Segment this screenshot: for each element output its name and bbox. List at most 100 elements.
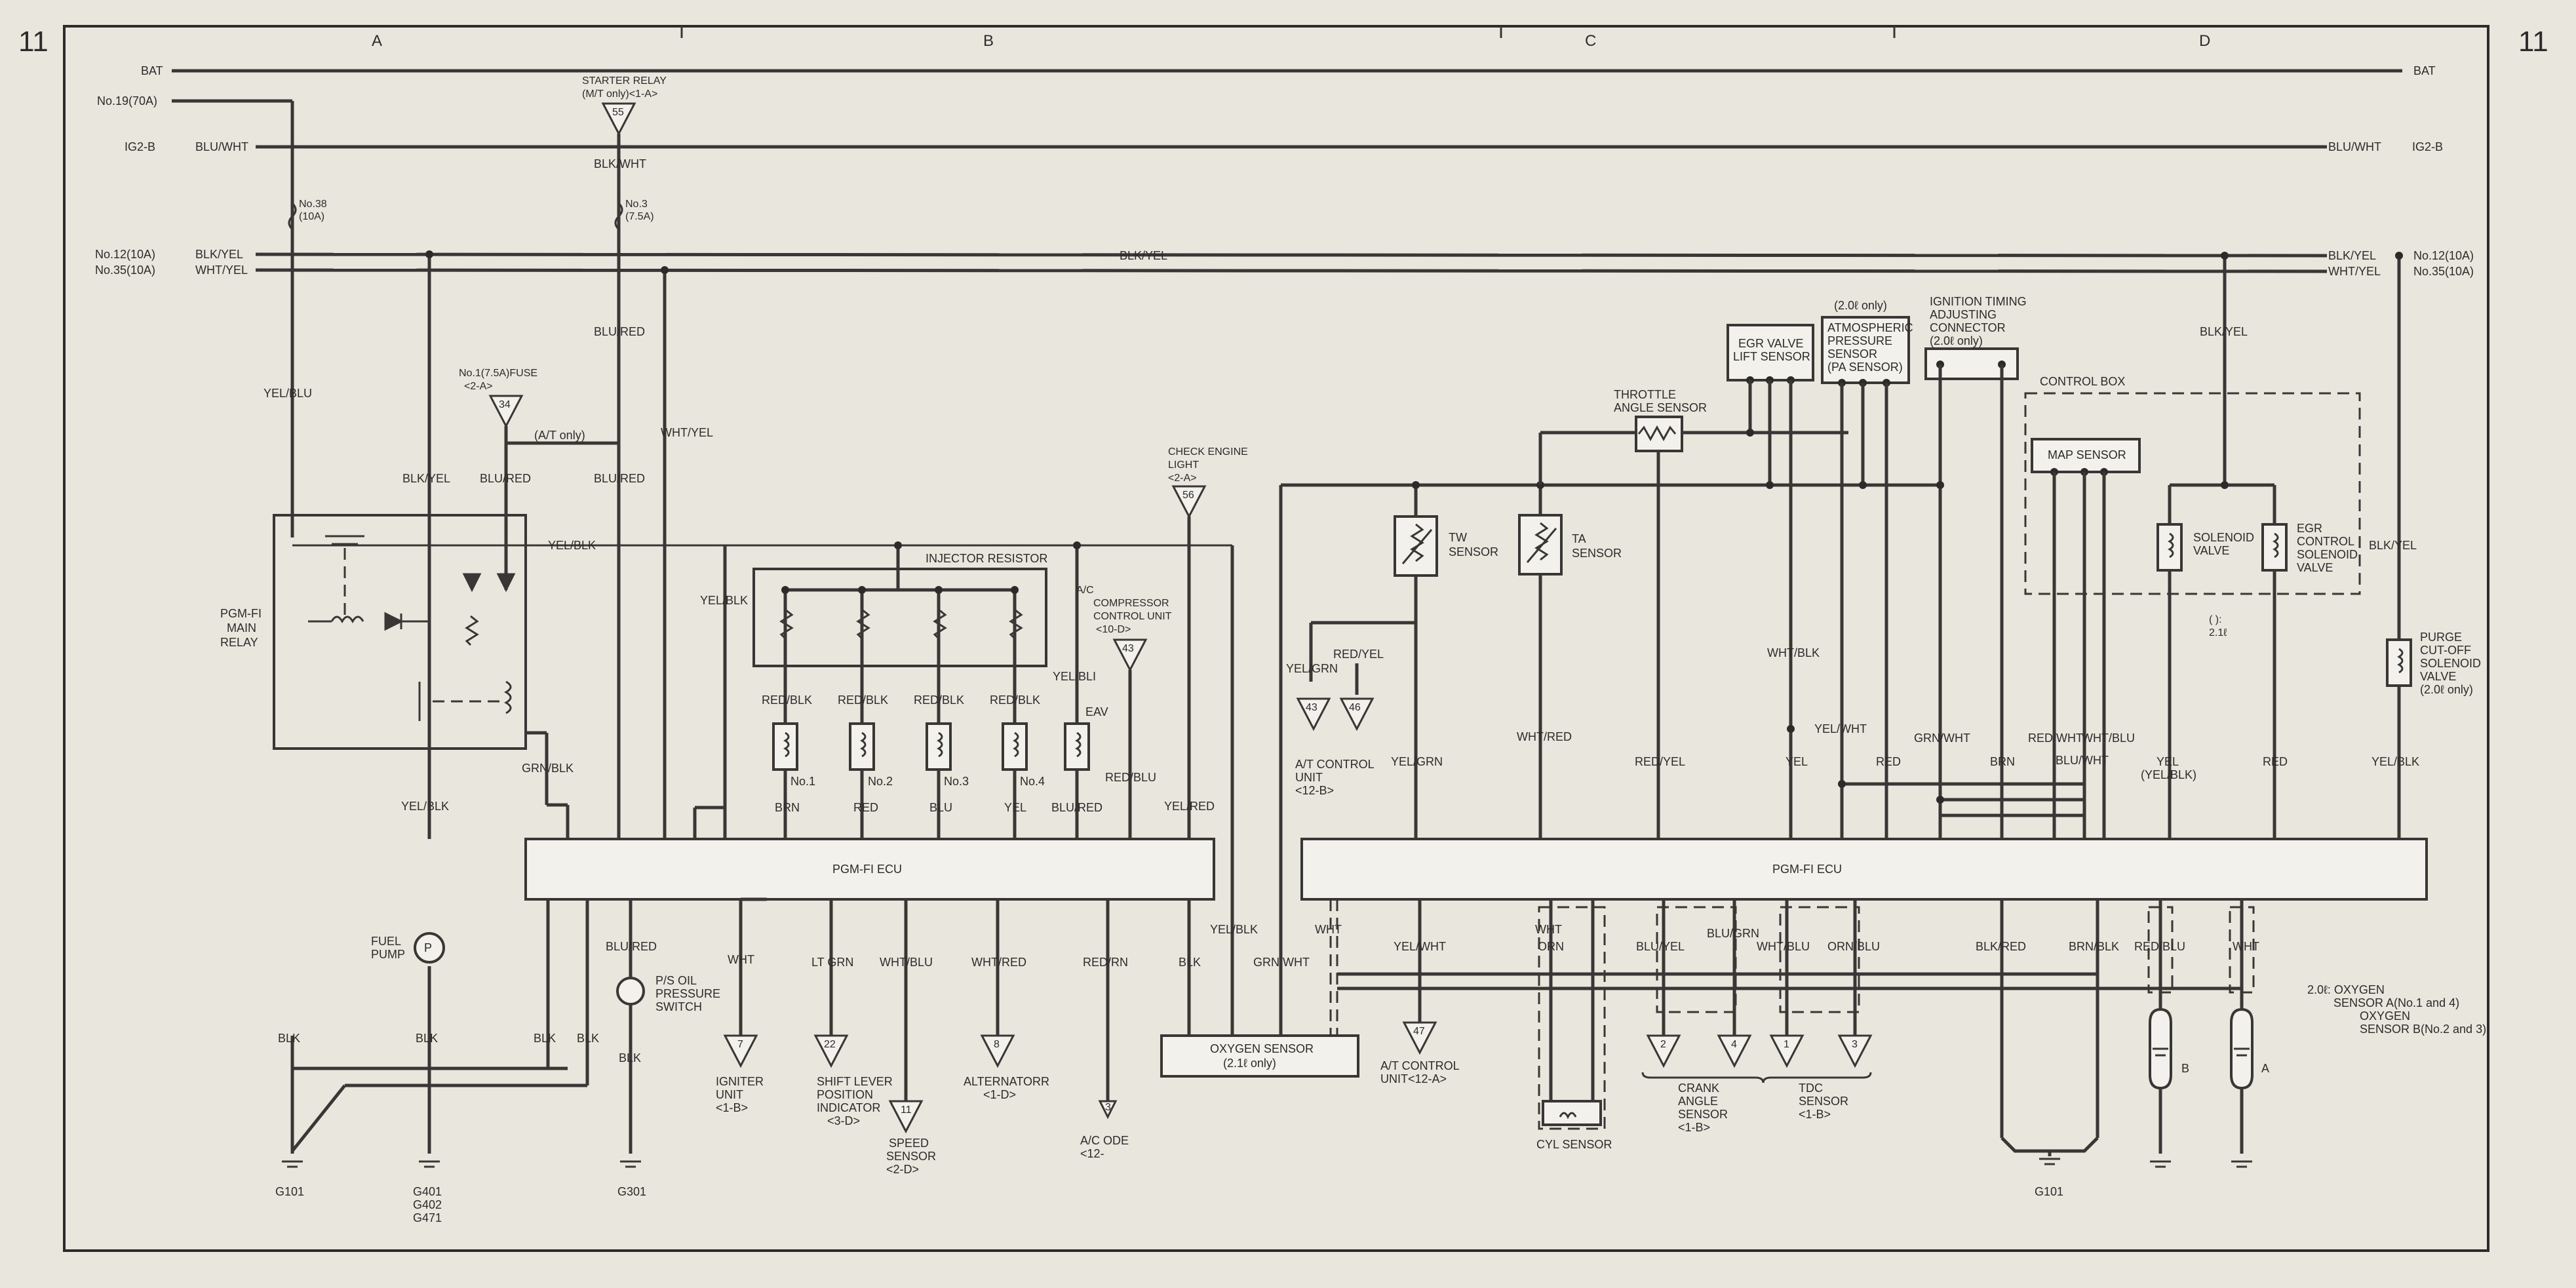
svg-text:No.2: No.2 — [868, 775, 893, 788]
svg-text:SOLENOID: SOLENOID — [2297, 548, 2358, 561]
svg-text:G101: G101 — [275, 1185, 304, 1198]
svg-text:WHT/BLU: WHT/BLU — [1757, 940, 1810, 953]
svg-text:POSITION: POSITION — [817, 1088, 873, 1101]
svg-text:VALVE: VALVE — [2193, 544, 2229, 557]
svg-text:COMPRESSOR: COMPRESSOR — [1093, 598, 1169, 609]
svg-text:SENSOR: SENSOR — [1827, 347, 1877, 361]
svg-text:CUT-OFF: CUT-OFF — [2420, 644, 2471, 657]
wire-wht-yel: WHT/YEL — [661, 426, 713, 439]
svg-text:RED: RED — [853, 801, 878, 814]
svg-text:<2-A>: <2-A> — [464, 381, 493, 392]
svg-text:<1-B>: <1-B> — [1678, 1121, 1710, 1134]
svg-text:(7.5A): (7.5A) — [625, 211, 654, 222]
svg-text:2: 2 — [1660, 1039, 1666, 1050]
svg-text:SWITCH: SWITCH — [655, 1000, 702, 1013]
speed-sensor: WHT/BLU 11 SPEED SENSOR <2-D> — [880, 899, 936, 1176]
svg-text:TDC: TDC — [1799, 1082, 1823, 1095]
svg-text:YEL/BLK: YEL/BLK — [2371, 755, 2419, 768]
shift-lever-indicator: LT GRN 22 SHIFT LEVER POSITION INDICATOR… — [811, 899, 893, 1127]
wire-blk-3: BLK — [577, 1032, 599, 1045]
svg-text:MAP SENSOR: MAP SENSOR — [2048, 448, 2126, 461]
column-d: D — [2199, 32, 2210, 50]
svg-text:SENSOR: SENSOR — [886, 1150, 936, 1163]
svg-text:SENSOR: SENSOR — [1449, 545, 1498, 558]
at-control-unit-left: 43 46 A/T CONTROL UNIT <12-B> — [1295, 697, 1375, 797]
fuse-no1: No.1(7.5A)FUSE <2-A> 34 — [459, 368, 537, 429]
svg-text:22: 22 — [824, 1039, 836, 1050]
svg-text:WHT/BLU: WHT/BLU — [880, 956, 933, 969]
wire-wht-red: WHT/RED — [1517, 730, 1572, 743]
bus-no12-left-wire: BLK/YEL — [195, 248, 243, 261]
injector-4: RED/BLK No.4 YEL — [990, 586, 1045, 839]
svg-text:BLU/RED: BLU/RED — [1051, 801, 1103, 814]
wire-yel-red: YEL/RED — [1164, 800, 1215, 813]
svg-text:G101: G101 — [2035, 1185, 2063, 1198]
svg-text:34: 34 — [499, 399, 511, 410]
svg-text:EGR VALVE: EGR VALVE — [1738, 337, 1803, 350]
egr-lift-sensor: EGR VALVE LIFT SENSOR — [1727, 324, 1814, 384]
svg-text:No.4: No.4 — [1020, 775, 1045, 788]
svg-text:A/T CONTROL: A/T CONTROL — [1295, 758, 1375, 771]
eav-valve: YEL/BLI EAV BLU/RED — [1051, 541, 1108, 839]
ground-g401: G401 G402 G471 — [413, 1160, 442, 1224]
svg-text:SOLENOID: SOLENOID — [2420, 657, 2481, 670]
svg-text:(2.0ℓ only): (2.0ℓ only) — [1930, 334, 1983, 347]
svg-text:LIGHT: LIGHT — [1168, 459, 1199, 471]
wire-yel-blk-2: YEL/BLK — [401, 800, 449, 813]
svg-text:SOLENOID: SOLENOID — [2193, 531, 2254, 544]
svg-text:STARTER RELAY: STARTER RELAY — [582, 75, 667, 87]
svg-text:2.0ℓ: OXYGEN: 2.0ℓ: OXYGEN — [2307, 983, 2385, 996]
svg-text:TW: TW — [1449, 531, 1467, 544]
svg-text:YEL/WHT: YEL/WHT — [1394, 940, 1446, 953]
atmospheric-pressure-sensor: (2.0ℓ only) ATMOSPHERIC PRESSURE SENSOR … — [1821, 299, 1913, 387]
svg-text:YEL: YEL — [1004, 801, 1026, 814]
column-a: A — [372, 32, 382, 50]
svg-text:G401: G401 — [413, 1185, 442, 1198]
svg-text:EGR: EGR — [2297, 522, 2322, 535]
svg-text:VALVE: VALVE — [2297, 561, 2333, 574]
svg-text:SHIFT LEVER: SHIFT LEVER — [817, 1075, 893, 1088]
at-control-unit-right: YEL/WHT 47 A/T CONTROL UNIT<12-A> — [1380, 899, 1460, 1085]
bus-no12-left: No.12(10A) — [95, 248, 155, 261]
svg-text:G471: G471 — [413, 1211, 442, 1224]
svg-text:WHT/RED: WHT/RED — [971, 956, 1026, 969]
bus-ig2b-right: IG2-B — [2412, 140, 2443, 153]
svg-text:(10A): (10A) — [299, 211, 324, 222]
column-b: B — [983, 32, 994, 50]
wire-at-only: (A/T only) — [534, 429, 585, 442]
oxygen-sensor-a: A WHT — [2229, 899, 2269, 1168]
bus-bat-left: BAT — [141, 64, 163, 77]
wire-brn-1: BRN — [1990, 755, 2015, 768]
ecu-left: PGM-FI ECU — [524, 838, 1215, 901]
svg-text:ANGLE: ANGLE — [1678, 1095, 1718, 1108]
svg-text:<1-B>: <1-B> — [716, 1101, 748, 1114]
wire-red-yel-1: RED/YEL — [1333, 648, 1384, 661]
svg-text:P/S OIL: P/S OIL — [655, 974, 697, 987]
svg-text:56: 56 — [1182, 490, 1194, 501]
svg-text:<3-D>: <3-D> — [827, 1114, 860, 1127]
page-number-left: 11 — [18, 26, 49, 58]
svg-text:(M/T only)<1-A>: (M/T only)<1-A> — [582, 88, 657, 100]
wire-wht-1: WHT — [1315, 923, 1342, 936]
column-headers: A B C D — [372, 26, 2210, 50]
svg-text:UNIT: UNIT — [716, 1088, 743, 1101]
svg-text:55: 55 — [612, 107, 624, 118]
svg-text:1: 1 — [1784, 1039, 1789, 1050]
wire-yel-blk-paren: (YEL/BLK) — [2141, 768, 2196, 781]
paren-note-2: 2.1ℓ — [2209, 627, 2227, 638]
wire-red-2: RED — [2263, 755, 2288, 768]
svg-text:PRESSURE: PRESSURE — [655, 987, 720, 1000]
fuse-no38: No.38 (10A) — [288, 199, 327, 231]
svg-text:RED/BLK: RED/BLK — [914, 693, 964, 707]
svg-text:A/C: A/C — [1076, 585, 1094, 596]
igniter-unit: WHT 7 IGNITER UNIT <1-B> — [716, 897, 767, 1114]
injector-resistor: INJECTOR RESISTOR — [752, 552, 1047, 667]
purge-cutoff-valve: BLK/YEL PURGE CUT-OFF SOLENOID VALVE (2.… — [2369, 252, 2481, 839]
svg-text:11: 11 — [901, 1104, 912, 1116]
svg-text:CONTROL UNIT: CONTROL UNIT — [1093, 611, 1172, 622]
svg-text:CHECK ENGINE: CHECK ENGINE — [1168, 446, 1248, 458]
svg-text:No.38: No.38 — [299, 199, 327, 210]
svg-text:B: B — [2181, 1062, 2189, 1075]
svg-text:LT GRN: LT GRN — [811, 956, 853, 969]
svg-text:RED/BLK: RED/BLK — [762, 693, 812, 707]
